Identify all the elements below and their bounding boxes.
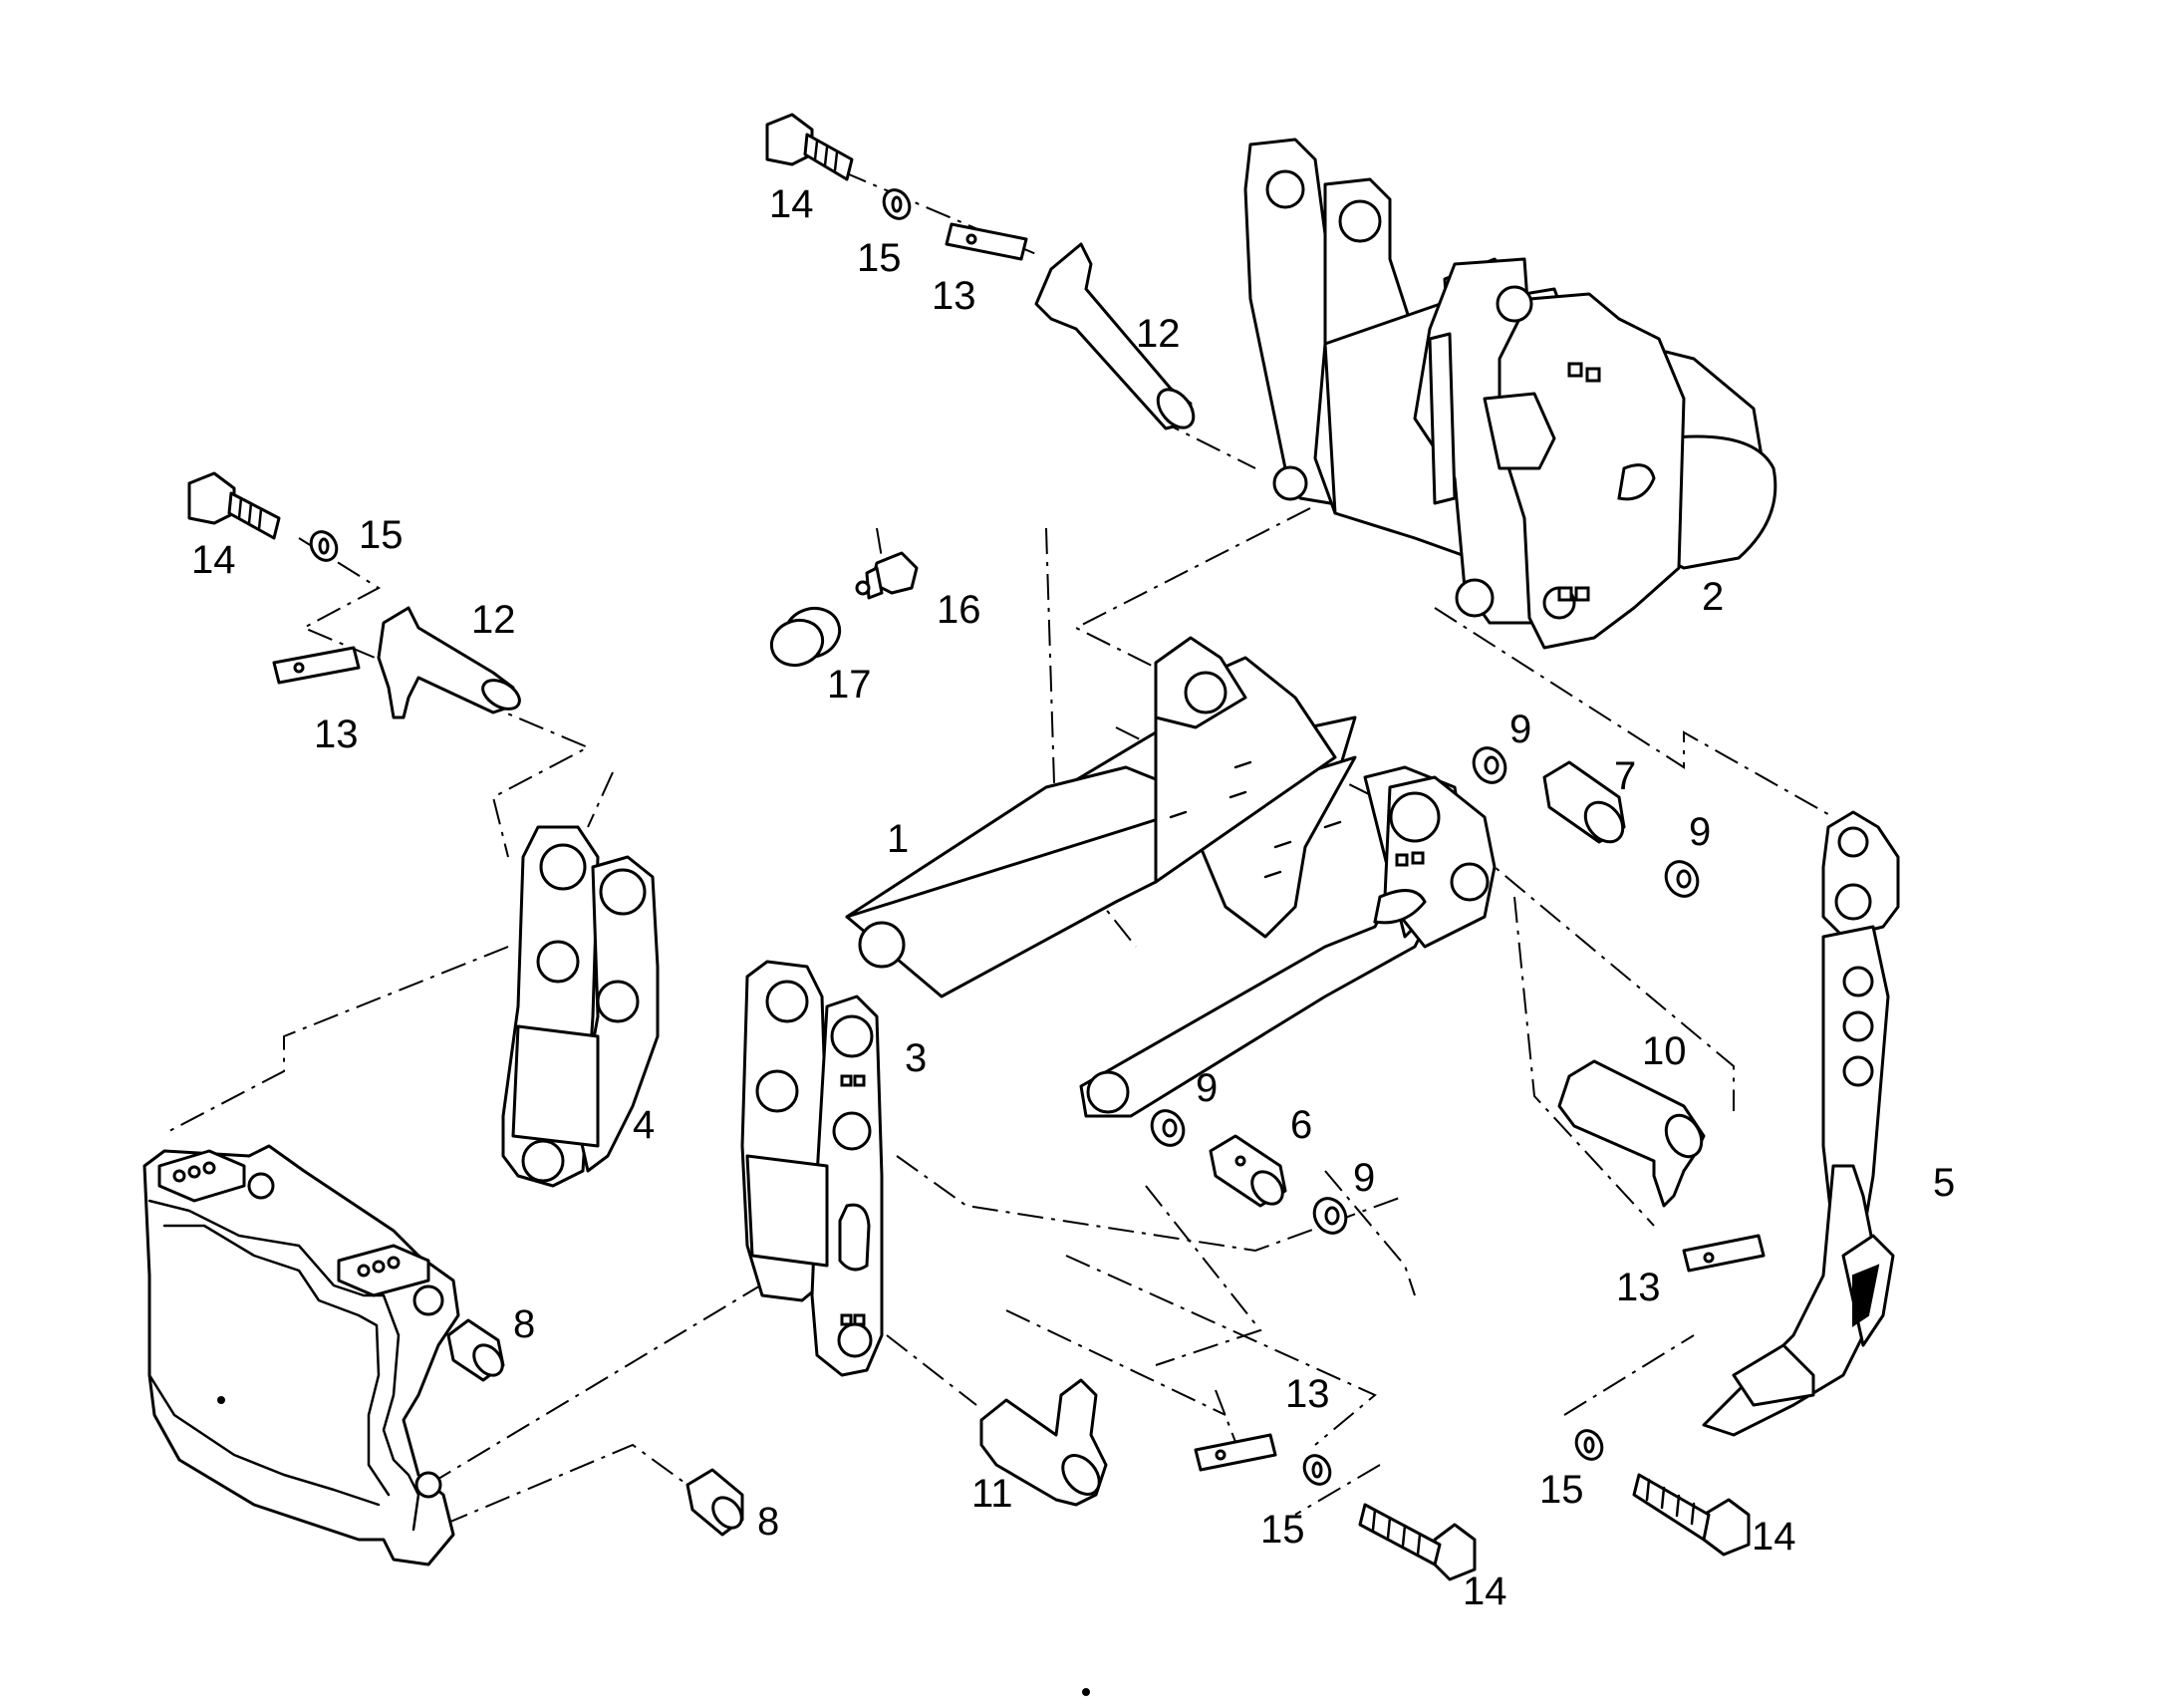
grease-fitting-16	[855, 551, 919, 600]
pin-12-upper	[1034, 242, 1196, 430]
callout-12-upper: 12	[1136, 312, 1181, 356]
callout-7: 7	[1614, 754, 1636, 798]
callout-2: 2	[1702, 575, 1724, 619]
pin-12-left	[377, 606, 521, 719]
callout-9-d: 9	[1353, 1156, 1375, 1200]
cap-17	[769, 606, 842, 668]
callout-6: 6	[1290, 1103, 1312, 1147]
lock-plates-13	[272, 222, 1766, 1472]
callout-8-upper: 8	[513, 1302, 535, 1346]
callout-14-top: 14	[769, 182, 814, 226]
bushings-8	[446, 1318, 744, 1537]
callout-5: 5	[1933, 1161, 1955, 1205]
callout-10: 10	[1642, 1029, 1687, 1073]
part-2-hitch-bracket	[1243, 138, 1777, 650]
washers-9	[1150, 746, 1700, 1235]
part-1-lift-frame	[845, 636, 1497, 1118]
callout-13-bottom: 13	[1285, 1372, 1330, 1416]
stray-dot	[1082, 1688, 1090, 1696]
bolts-14	[187, 113, 1751, 1581]
callout-16: 16	[937, 588, 981, 632]
callout-17: 17	[827, 663, 872, 707]
callout-4: 4	[633, 1103, 655, 1147]
callout-9-b: 9	[1689, 810, 1711, 854]
bushing-7	[1542, 760, 1626, 844]
callout-13-right: 13	[1616, 1266, 1661, 1309]
callout-14-left: 14	[191, 538, 236, 582]
callout-13-top: 13	[932, 274, 976, 318]
callout-11: 11	[971, 1472, 1013, 1516]
callout-9-c: 9	[1196, 1066, 1218, 1110]
callout-15-bottom: 15	[1260, 1508, 1305, 1552]
callout-labels: 1 2 3 4 5 6 7 8 8 9 9 9 9 10 11 12 12 13…	[191, 182, 1955, 1613]
callout-8-lower: 8	[757, 1500, 779, 1544]
callout-1: 1	[887, 817, 909, 861]
washers-15	[309, 188, 1604, 1486]
pin-10	[1557, 1059, 1706, 1208]
callout-12-left: 12	[471, 598, 516, 642]
callout-9-a: 9	[1509, 708, 1531, 751]
callout-15-top: 15	[857, 236, 902, 280]
pin-11	[979, 1378, 1108, 1507]
part-3-link-arm	[740, 960, 884, 1377]
part-4-link-arm	[501, 825, 660, 1188]
bushing-6	[1209, 1134, 1287, 1208]
leader-lines	[168, 170, 1834, 1526]
housing-casting	[142, 1144, 460, 1566]
part-5-lower-link	[1702, 810, 1900, 1437]
callout-14-right: 14	[1752, 1515, 1796, 1559]
callout-3: 3	[905, 1036, 927, 1080]
callout-14-bottom: 14	[1463, 1569, 1507, 1613]
callout-13-left: 13	[314, 712, 359, 756]
callout-15-right: 15	[1539, 1468, 1584, 1512]
callout-15-left: 15	[359, 513, 404, 557]
